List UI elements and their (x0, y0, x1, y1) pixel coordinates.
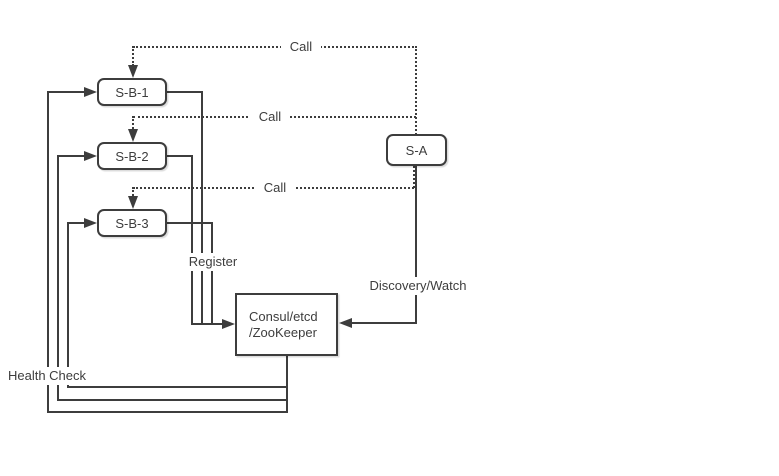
call1-label: Call (281, 38, 321, 56)
node-registry: Consul/etcd /ZooKeeper (235, 293, 338, 356)
call1-arrowhead-icon (128, 65, 138, 78)
register-label: Register (183, 253, 243, 271)
call1-vertical-left (132, 46, 134, 66)
register-merge-horizontal (191, 323, 222, 325)
node-s-b-3-label: S-B-3 (115, 215, 149, 231)
register-sb2-horizontal (167, 155, 193, 157)
call2-label: Call (250, 108, 290, 126)
register-sb3-horizontal (167, 222, 213, 224)
health-check-label: Health Check (0, 367, 94, 385)
healthcheck-registry-vertical (286, 356, 288, 413)
node-s-b-1: S-B-1 (97, 78, 167, 106)
call1-horizontal (133, 46, 417, 48)
call3-vertical-left (132, 187, 134, 196)
healthcheck-arrowhead-sb2-icon (84, 151, 97, 161)
call3-horizontal (133, 187, 414, 189)
healthcheck-arrowhead-sb3-icon (84, 218, 97, 228)
node-s-b-2-label: S-B-2 (115, 148, 149, 164)
node-s-b-1-label: S-B-1 (115, 84, 149, 100)
healthcheck-bottom-horizontal-sb2 (57, 399, 288, 401)
healthcheck-arrowhead-sb1-icon (84, 87, 97, 97)
discovery-vertical (415, 166, 417, 324)
healthcheck-bottom-horizontal-sb1 (47, 411, 288, 413)
discovery-label: Discovery/Watch (361, 277, 475, 295)
register-sb2-vertical (191, 155, 193, 325)
node-s-b-2: S-B-2 (97, 142, 167, 170)
register-sb1-horizontal (167, 91, 203, 93)
register-sb1-vertical (201, 91, 203, 325)
node-s-a: S-A (386, 134, 447, 166)
call3-label: Call (255, 179, 295, 197)
healthcheck-stub-sb2 (57, 155, 85, 157)
healthcheck-stub-sb3 (67, 222, 85, 224)
call2-vertical-left (132, 116, 134, 129)
node-s-a-label: S-A (405, 142, 428, 158)
register-arrowhead-icon (222, 319, 235, 329)
discovery-arrowhead-icon (339, 318, 352, 328)
healthcheck-left-vertical-sb1 (47, 91, 49, 413)
node-registry-label-line1: Consul/etcd (249, 308, 318, 324)
healthcheck-bottom-horizontal-sb3 (67, 386, 288, 388)
healthcheck-left-vertical-sb2 (57, 155, 59, 401)
register-sb3-vertical (211, 222, 213, 325)
call1-vertical-right (415, 46, 417, 135)
call2-arrowhead-icon (128, 129, 138, 142)
node-s-b-3: S-B-3 (97, 209, 167, 237)
call2-horizontal (133, 116, 416, 118)
healthcheck-left-vertical-sb3 (67, 222, 69, 388)
call3-arrowhead-icon (128, 196, 138, 209)
healthcheck-stub-sb1 (47, 91, 85, 93)
node-registry-label-line2: /ZooKeeper (249, 324, 317, 340)
call3-vertical-right (413, 166, 415, 188)
discovery-horizontal (352, 322, 416, 324)
